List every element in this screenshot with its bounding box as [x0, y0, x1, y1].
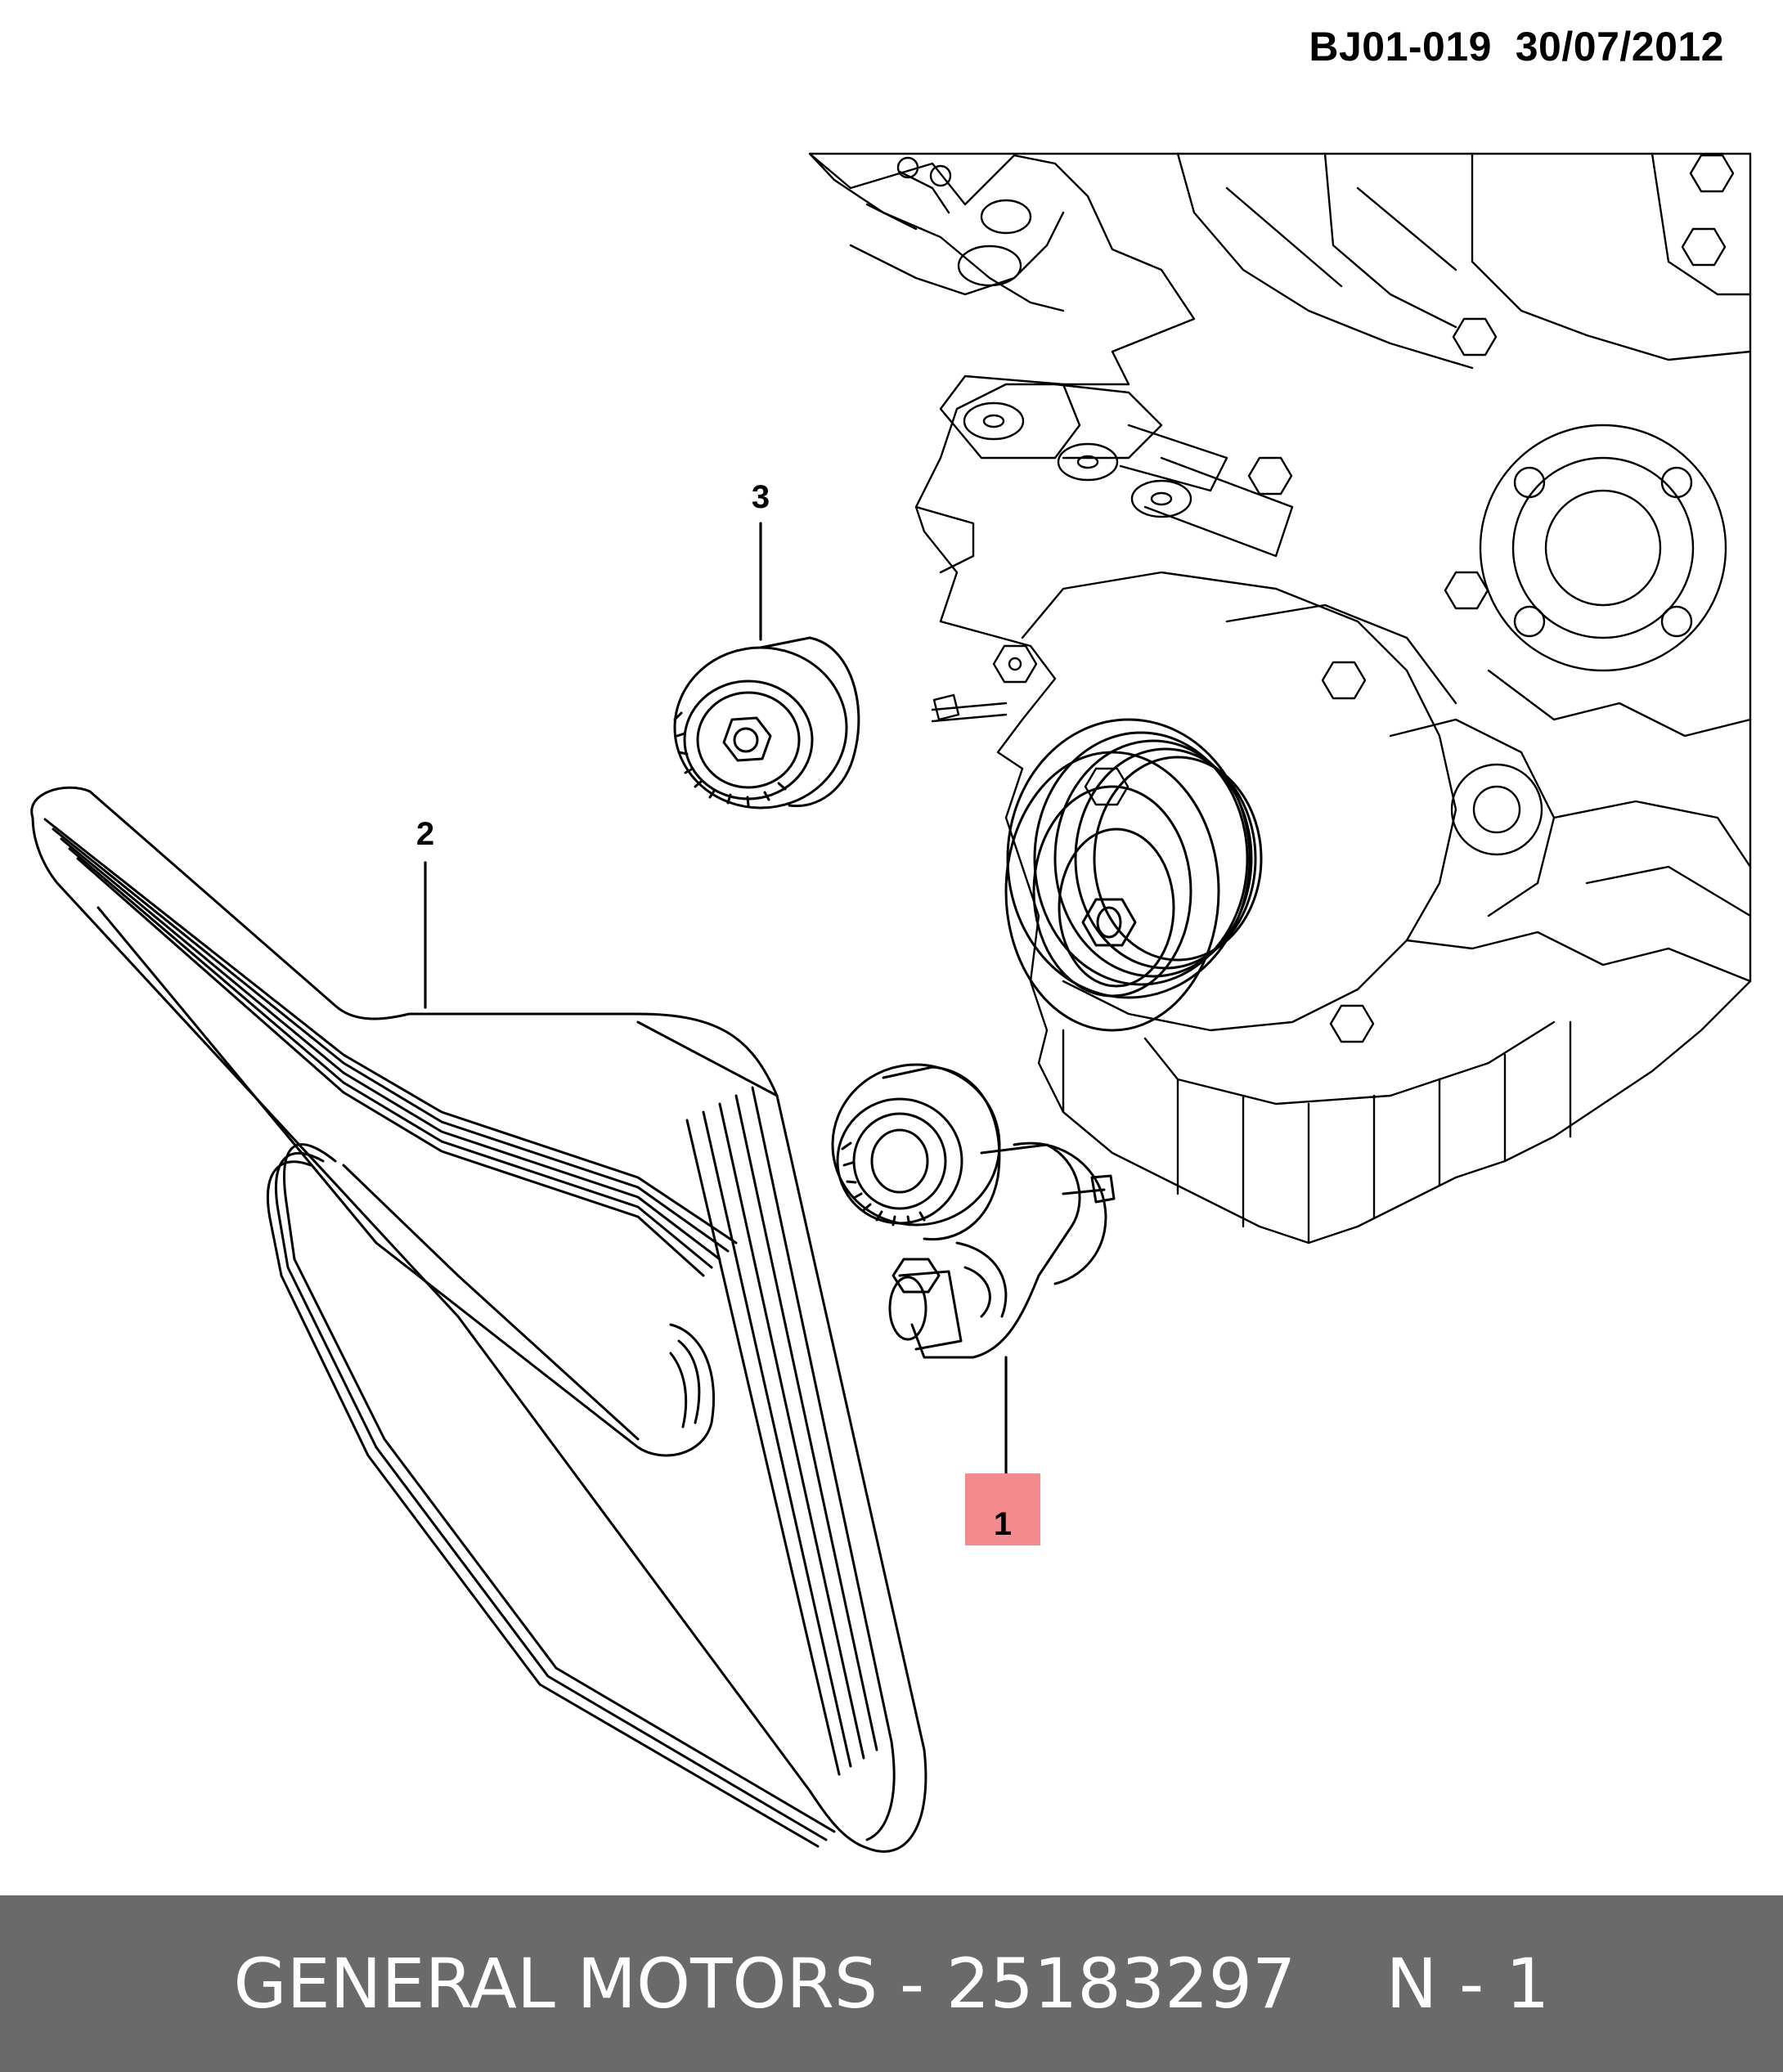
callout-leaders	[424, 522, 1008, 1478]
callout-1[interactable]: 1	[993, 1506, 1013, 1542]
part-footer-bar: GENERAL MOTORS - 25183297 N - 1	[0, 1895, 1783, 2072]
diagram-date: 30/07/2012	[1515, 24, 1724, 70]
crankshaft-pulley	[1004, 718, 1263, 1032]
callout-2[interactable]: 2	[415, 816, 435, 852]
callout-1-highlight	[965, 1473, 1040, 1545]
engine-block	[808, 152, 1752, 1245]
callout-3[interactable]: 3	[751, 479, 770, 515]
part-3-idler-pulley	[673, 636, 860, 810]
diagram-code: BJ01-019	[1309, 24, 1492, 70]
part-1-tensioner	[831, 1063, 1116, 1359]
quantity-label: N - 1	[1386, 1944, 1550, 2024]
exploded-view-drawing	[30, 152, 1752, 1853]
diagram-reference: BJ01-019 30/07/2012	[1309, 23, 1724, 70]
part-2-belt	[30, 786, 927, 1853]
part-number-label: GENERAL MOTORS - 25183297	[233, 1944, 1296, 2024]
